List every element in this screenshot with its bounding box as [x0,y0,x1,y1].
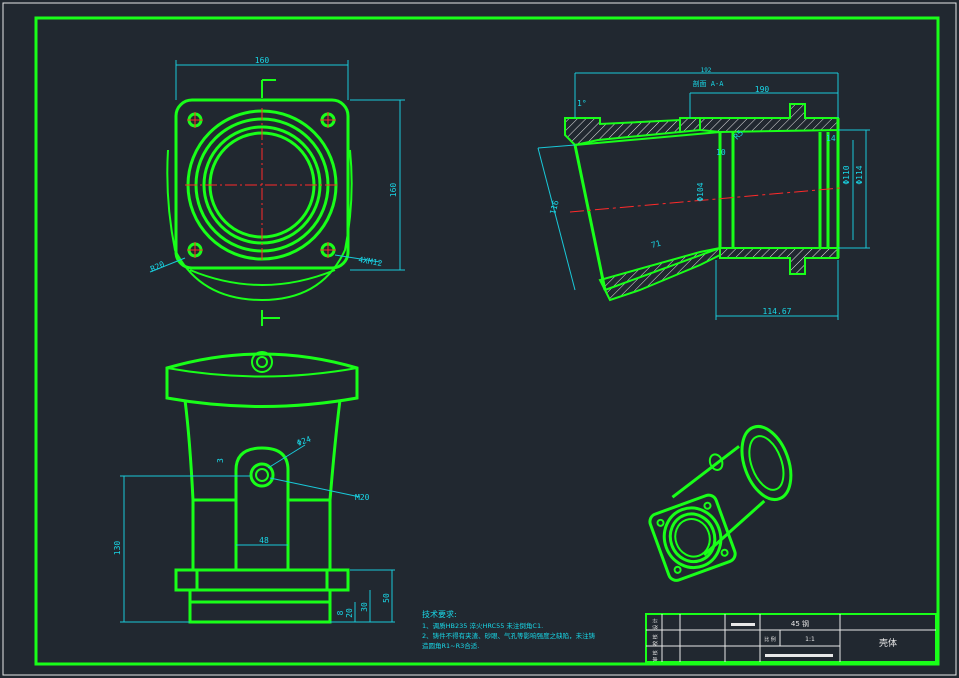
dim-192: 192 [701,67,712,74]
dim-71: 71 [650,239,662,250]
dim-104: Φ104 [696,182,705,201]
top-view: 160 160 R20 4XM12 [149,56,405,326]
dim-48: 48 [259,536,269,545]
dim-r20: R20 [149,259,166,273]
dim-angle: 1° [577,99,587,108]
dim-114-67: 114.67 [763,307,792,316]
dim-8: 8 [336,610,345,615]
dim-20: 20 [345,608,354,618]
tb-row-check: 校 核 [652,634,659,646]
section-label: 剖面 A-A [693,79,725,88]
tb-scale-value: 1:1 [805,636,815,643]
notes-line-2: 2、铸件不得有夹渣、砂眼、气孔等影响强度之缺陷，未注铸 [422,631,596,640]
dim-30: 30 [360,602,369,612]
tb-row-review: 审 核 [652,650,659,662]
dim-m20: M20 [355,493,370,502]
tb-material: 45 钢 [791,619,809,628]
dim-160-side: 160 [389,183,398,198]
notes-title: 技术要求: [422,609,457,619]
dim-10: 10 [716,148,726,157]
notes-line-1: 1、调质HB235 淬火HRC55 未注倒角C1. [422,621,543,630]
dim-3: 3 [216,458,225,463]
notes-line-3: 造圆角R1~R3合适. [422,641,479,650]
isometric-view [648,425,793,582]
dim-116: 116 [548,199,560,215]
dim-4xm12: 4XM12 [358,255,383,268]
title-block-bar-1 [731,623,755,626]
dim-dia24: Φ24 [296,434,313,447]
dim-50: 50 [382,593,391,603]
tb-part-name: 壳体 [879,637,897,649]
dim-110: Φ110 [842,165,851,184]
dim-160-top: 160 [255,56,270,65]
title-block-bar-2 [765,654,833,657]
title-block: 设 计 校 核 审 核 45 钢 比 例 1:1 壳体 [645,613,937,663]
tb-row-design: 设 计 [652,618,659,630]
dim-190: 190 [755,85,770,94]
dim-130: 130 [113,541,122,556]
front-view: 130 48 Φ24 M20 3 50 30 20 8 [113,351,395,624]
tb-scale-label: 比 例 [764,636,776,643]
drawing-frame [34,16,940,666]
section-view: 192 剖面 A-A 190 14 10 R5 Φ114 Φ110 Φ104 1… [537,67,870,320]
dim-114: Φ114 [855,165,864,184]
technical-notes: 技术要求: 1、调质HB235 淬火HRC55 未注倒角C1. 2、铸件不得有夹… [422,609,596,650]
dim-14: 14 [826,134,836,143]
